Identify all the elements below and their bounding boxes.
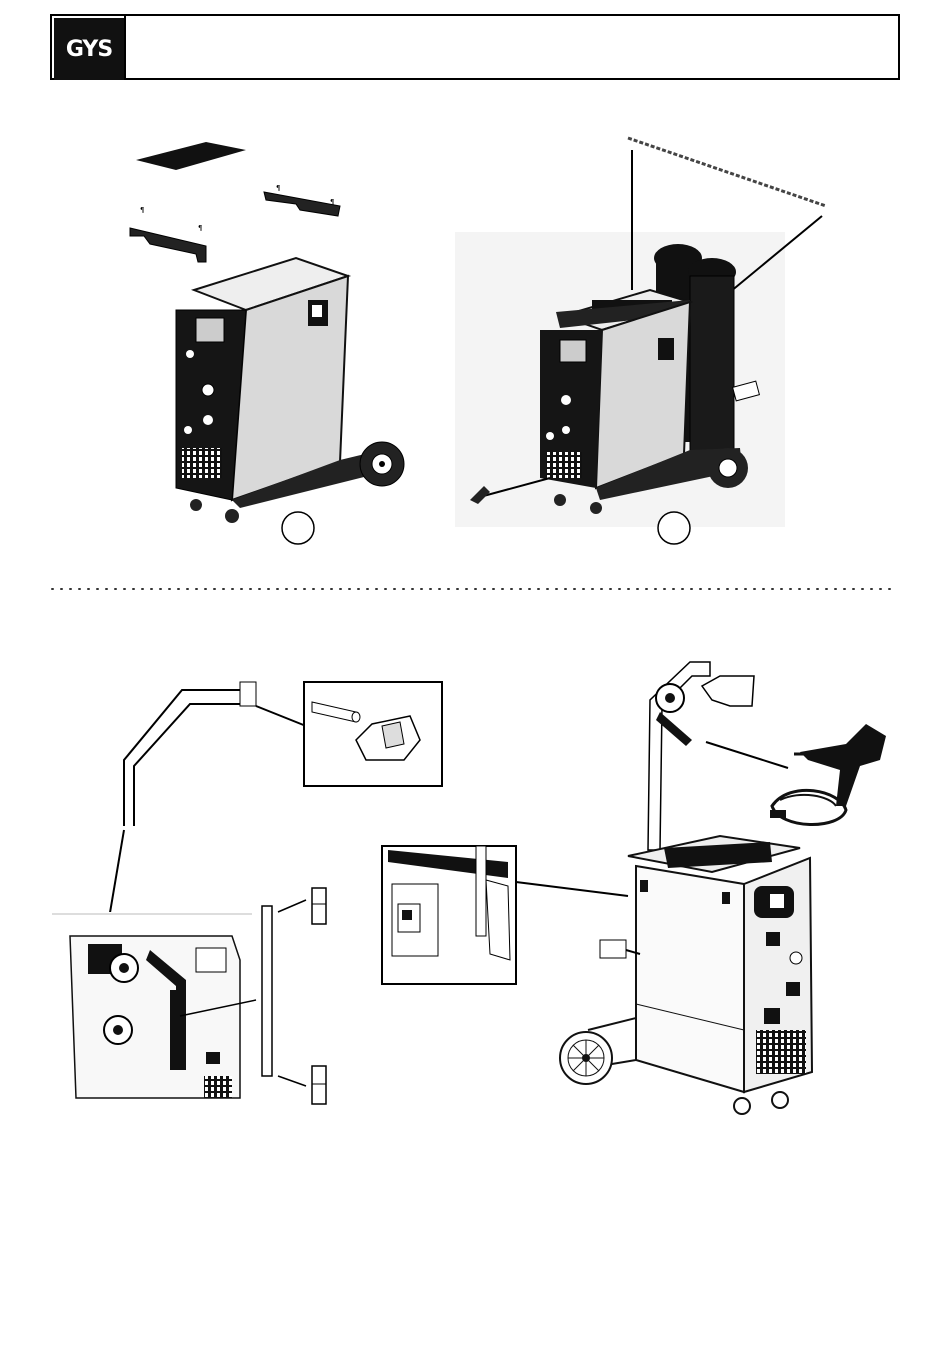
safety-chain [628,138,826,206]
bracket-left [130,228,206,262]
bracket-right [264,192,340,216]
step-marker-1 [282,512,314,544]
step-marker-2 [658,512,690,544]
svg-text:¶: ¶ [198,224,202,232]
side-regulator [600,940,626,958]
arm-holder [702,676,754,706]
spot-welding-gun [800,724,886,806]
svg-text:¶: ¶ [330,198,334,206]
post-tube [262,906,272,1076]
figure-trolley-cylinders-chain [455,138,826,544]
top-mat [136,142,246,170]
figure-trolley-top-assembly: ¶ ¶ ¶ ¶ [130,142,404,544]
figure-spot-welder-arm-assembly [382,662,886,1114]
post-sleeve-top [312,888,326,924]
control-panel [196,318,224,342]
support-arm [124,690,244,826]
svg-text:¶: ¶ [140,206,144,214]
gas-cylinder-2 [690,276,734,452]
svg-text:¶: ¶ [276,184,280,192]
caster-wheel [225,509,239,523]
post-sleeve-bottom [312,1066,326,1104]
